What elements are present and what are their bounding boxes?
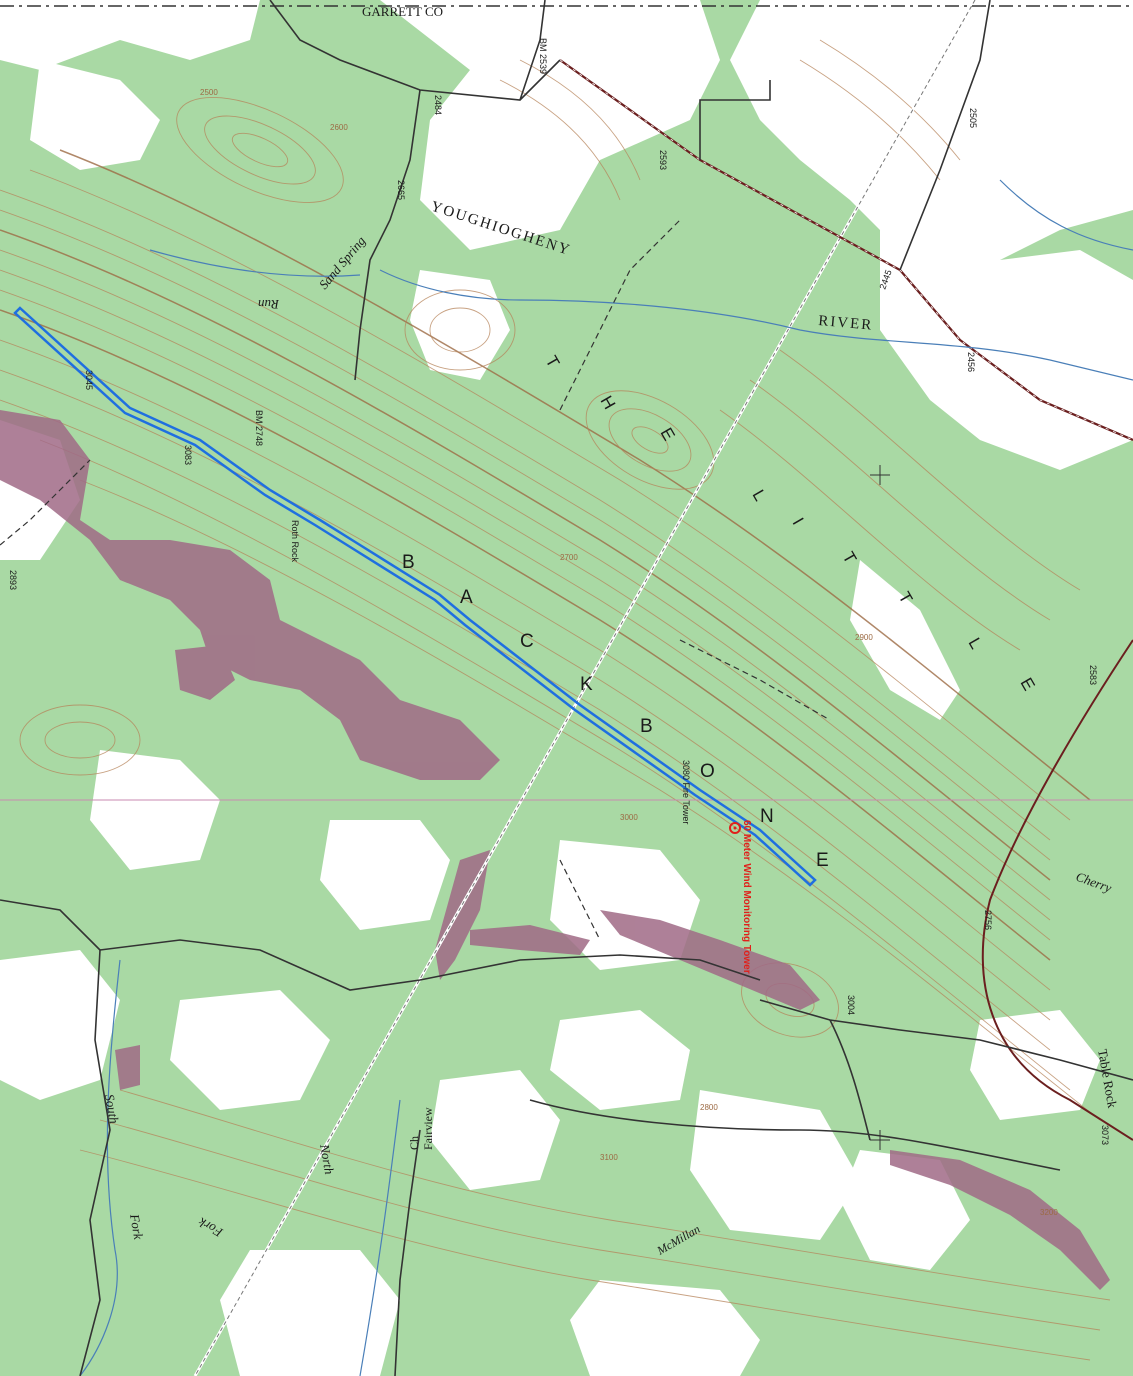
elevation-label: BM 2748 — [254, 410, 264, 446]
streams — [79, 179, 1133, 1376]
backbone-letter: E — [816, 850, 829, 871]
elevation-label: 2456 — [966, 352, 976, 372]
elevation-label: 3004 — [846, 995, 856, 1015]
contour-value: 2900 — [855, 633, 873, 642]
power-line — [193, 0, 977, 1376]
contour-value: 2600 — [330, 123, 348, 132]
fairview-label: Fairview — [421, 1107, 435, 1150]
contour-value: 2700 — [560, 553, 578, 562]
backbone-letter: O — [700, 761, 715, 782]
contour-value: 3200 — [1040, 1208, 1058, 1217]
north-label: North — [317, 1142, 337, 1175]
elevation-label: 2505 — [968, 108, 978, 128]
fork-label-1: Fork — [127, 1212, 146, 1241]
backbone-letter: C — [520, 631, 534, 652]
survey-crosses — [870, 465, 890, 1150]
elevation-label: 2583 — [1088, 665, 1098, 685]
contour-value: 2500 — [200, 88, 218, 97]
backbone-letter: B — [640, 716, 653, 737]
backbone-letter: A — [460, 587, 473, 608]
elevation-label: 3045 — [84, 370, 94, 390]
spot-elevations: 2445 2505 2456 2484 2665 2593 2583 2756 … — [8, 38, 1110, 1145]
elevation-label: 2593 — [658, 150, 668, 170]
backbone-letter: N — [760, 806, 774, 827]
railroad[interactable] — [559, 59, 1133, 1141]
wind-tower-marker-dot — [733, 826, 737, 830]
church-label: Ch — [407, 1136, 421, 1150]
elevation-label: BM 2539 — [538, 38, 548, 74]
wind-tower-marker[interactable] — [729, 822, 741, 834]
elevation-label: 2893 — [8, 570, 18, 590]
elevation-label: 2665 — [396, 180, 406, 200]
elevation-label: 2756 — [983, 910, 993, 930]
fire-tower-label: 3080 Fire Tower — [681, 760, 691, 824]
wind-tower-annotation: 60 Meter Wind Monitoring Tower — [741, 820, 752, 974]
elevation-label: 2484 — [433, 95, 443, 115]
county-label: GARRETT CO — [362, 4, 443, 19]
contour-value: 2800 — [700, 1103, 718, 1112]
backbone-ridge-label: B A C K B O N E — [402, 552, 829, 871]
roth-rock-label: Roth Rock — [290, 520, 300, 563]
elevation-label: 3083 — [183, 445, 193, 465]
contour-value-labels: 2500 2600 2700 2800 2900 3000 3100 3200 — [200, 88, 1058, 1217]
elevation-label: 3073 — [1100, 1125, 1110, 1145]
run-label: Run — [258, 297, 280, 312]
backbone-letter: K — [580, 674, 593, 695]
south-label: South — [102, 1093, 122, 1125]
river-label: RIVER — [818, 313, 874, 334]
project-boundary-line[interactable] — [13, 306, 817, 887]
contour-lines — [0, 39, 1111, 1361]
backbone-letter: B — [402, 552, 415, 573]
contour-value: 3000 — [620, 813, 638, 822]
contour-value: 3100 — [600, 1153, 618, 1162]
